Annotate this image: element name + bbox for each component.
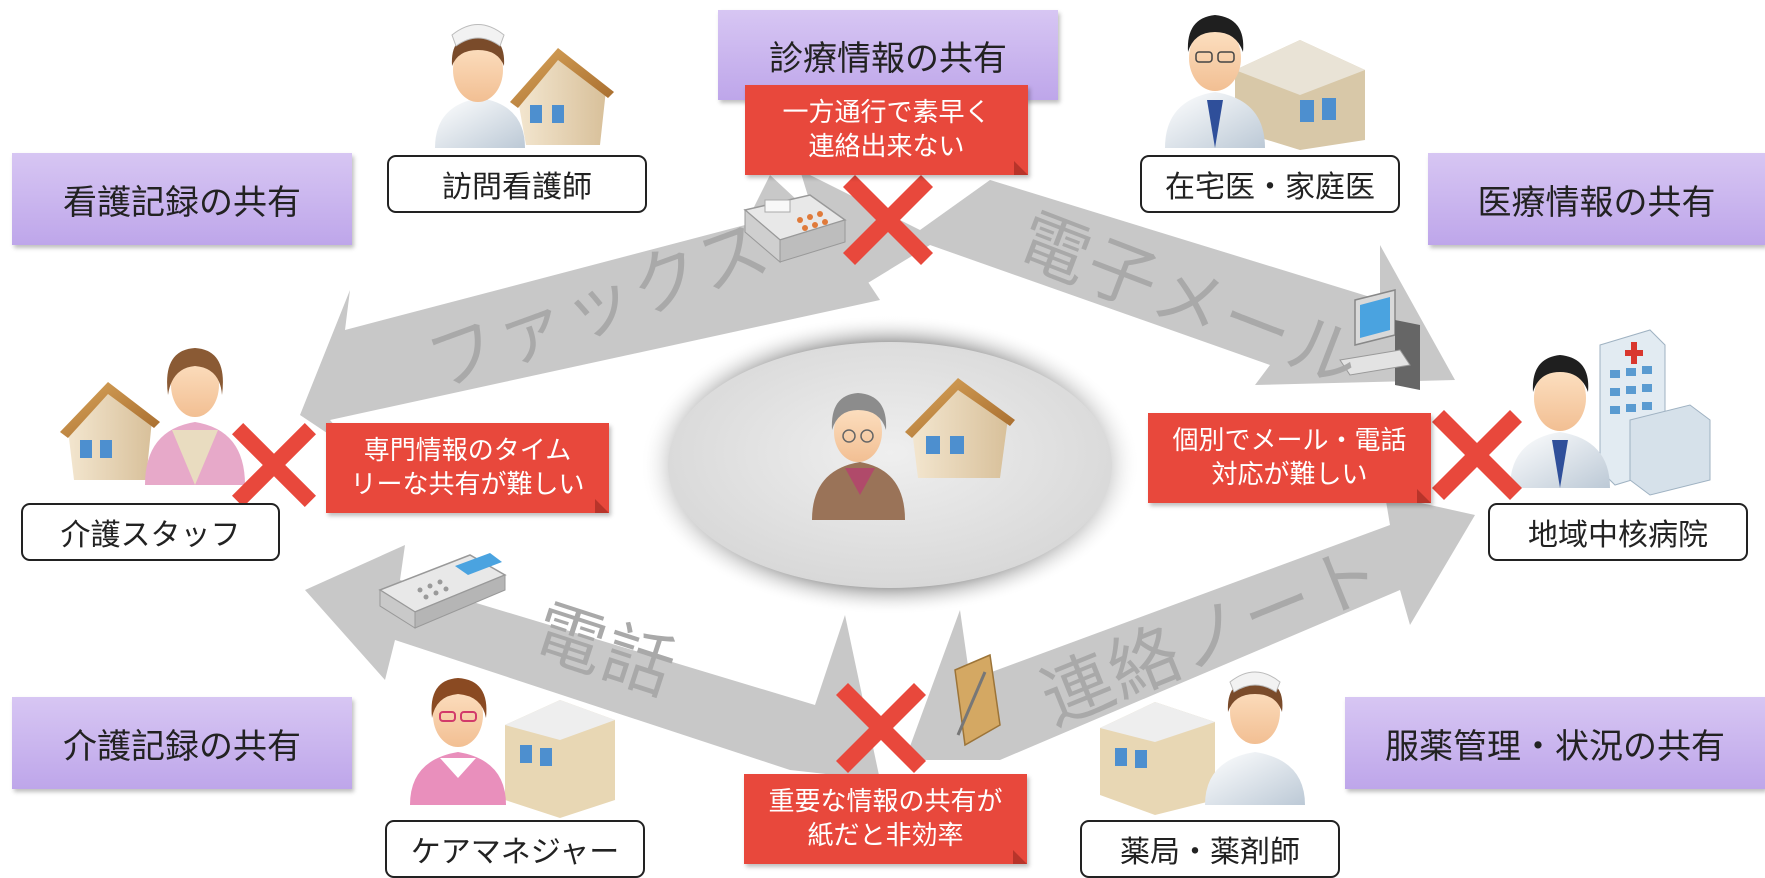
problem-timely-line-2: リーな共有が難しい: [350, 470, 585, 500]
share-box-fukuyaku: 服薬管理・状況の共有: [1345, 697, 1765, 789]
caregiver-with-house-icon: [60, 348, 245, 485]
computer-icon: [1339, 289, 1420, 390]
role-box-zaitaku-i: 在宅医・家庭医: [1140, 155, 1400, 213]
fax-machine-icon: [743, 194, 847, 264]
x-mark-caregiver: [232, 423, 316, 507]
doctor-with-hospital-icon: [1510, 329, 1711, 496]
problem-callout-paper: 重要な情報の共有が 紙だと非効率: [744, 774, 1027, 864]
problem-timely-line-1: 専門情報のタイム: [363, 436, 572, 466]
x-mark-paper: [836, 683, 926, 773]
problem-mail-line-2: 対応が難しい: [1211, 460, 1368, 490]
role-box-chiiki-byoin: 地域中核病院: [1488, 503, 1748, 561]
share-box-kango: 看護記録の共有: [12, 153, 352, 245]
pharmacist-with-pharmacy-icon: [1100, 671, 1305, 815]
problem-paper-line-2: 紙だと非効率: [807, 821, 964, 851]
arrow-fax: [300, 175, 880, 455]
role-box-houmon-kangoshi: 訪問看護師: [387, 155, 647, 213]
nurse-with-house-icon: [435, 24, 614, 148]
problem-callout-mail: 個別でメール・電話 対応が難しい: [1148, 413, 1431, 503]
problem-fax-line-1: 一方通行で素早く: [782, 98, 991, 128]
problem-mail-line-1: 個別でメール・電話: [1172, 426, 1407, 456]
x-mark-hospital: [1432, 410, 1522, 500]
problem-paper-line-1: 重要な情報の共有が: [768, 787, 1003, 817]
x-mark-fax: [843, 175, 933, 265]
role-box-care-manager: ケアマネジャー: [385, 820, 645, 878]
role-box-yakkyoku: 薬局・薬剤師: [1080, 820, 1340, 878]
problem-fax-line-2: 連絡出来ない: [808, 132, 965, 162]
role-box-kaigo-staff: 介護スタッフ: [21, 503, 280, 561]
elderly-patient-home-icon: [812, 378, 1015, 520]
arrow-email: [800, 170, 1455, 385]
care-manager-with-building-icon: [410, 678, 615, 818]
doctor-with-clinic-icon: [1165, 15, 1365, 150]
center-ellipse: [668, 342, 1112, 588]
problem-callout-timely: 専門情報のタイム リーな共有が難しい: [326, 423, 609, 513]
share-box-kaigo: 介護記録の共有: [12, 697, 352, 789]
arrow-note: [905, 495, 1475, 760]
problem-callout-fax: 一方通行で素早く 連絡出来ない: [745, 85, 1028, 175]
telephone-icon: [378, 553, 507, 629]
notebook-icon: [954, 653, 1001, 747]
share-box-iryo: 医療情報の共有: [1428, 153, 1765, 245]
